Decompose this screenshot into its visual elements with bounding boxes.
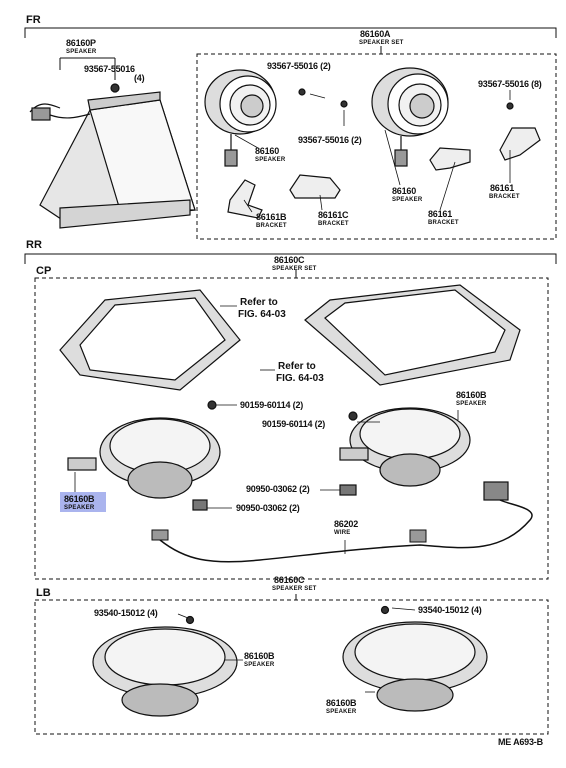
- part-no-86160a[interactable]: 86160A: [360, 29, 391, 39]
- fr-brackets: [227, 127, 541, 219]
- part-no-clip-b[interactable]: 90950-03062 (2): [236, 503, 300, 513]
- part-no-clip-a[interactable]: 90950-03062 (2): [246, 484, 310, 494]
- lb-speakers: [92, 605, 488, 717]
- part-no-86160-left[interactable]: 86160: [255, 146, 280, 156]
- rr-speakers: [67, 407, 471, 499]
- part-name-86160b-rr-left: SPEAKER: [64, 505, 95, 511]
- part-name-86202: WIRE: [334, 530, 351, 536]
- part-name-86161b: BRACKET: [256, 223, 287, 229]
- fr-section-bracket: [24, 27, 557, 38]
- part-name-86161-right: BRACKET: [489, 194, 520, 200]
- rr-wire-harness: [159, 499, 533, 563]
- section-label-fr: FR: [26, 14, 41, 26]
- part-no-86160b-lb-right[interactable]: 86160B: [244, 651, 275, 661]
- part-name-86160c-rr: SPEAKER SET: [272, 266, 317, 272]
- part-no-screw-a[interactable]: 93567-55016 (2): [267, 61, 331, 71]
- fr-speaker-left: [204, 69, 348, 167]
- part-name-86160-left: SPEAKER: [255, 157, 286, 163]
- highlight-86160b: [60, 492, 106, 512]
- lb-box: [34, 599, 549, 735]
- part-no-86160b-rr-right[interactable]: 86160B: [456, 390, 487, 400]
- part-no-bolt-b[interactable]: 90159-60114 (2): [262, 419, 326, 429]
- part-no-86160b-lb-left[interactable]: 86160B: [326, 698, 357, 708]
- section-label-cp: CP: [36, 265, 52, 277]
- part-no-86161-mid[interactable]: 86161: [428, 209, 453, 219]
- part-no-86161-right[interactable]: 86161: [490, 183, 515, 193]
- part-name-86160a: SPEAKER SET: [359, 40, 404, 46]
- fr-speaker-right: [371, 67, 514, 167]
- rr-small-parts: [192, 400, 509, 511]
- part-name-86160p: SPEAKER: [66, 49, 97, 55]
- part-no-86160-right[interactable]: 86160: [392, 186, 417, 196]
- refer-note-2-line2: FIG. 64-03: [276, 373, 324, 384]
- part-no-screw-lb-left[interactable]: 93540-15012 (4): [94, 608, 158, 618]
- section-label-rr: RR: [26, 239, 42, 251]
- part-no-86160c-rr[interactable]: 86160C: [274, 255, 305, 265]
- part-no-screw-lb-right[interactable]: 93540-15012 (4): [418, 605, 482, 615]
- part-no-86160c-lb[interactable]: 86160C: [274, 575, 305, 585]
- rr-section-bracket: [24, 253, 557, 264]
- refer-note-2-line1: Refer to: [278, 361, 316, 372]
- part-no-screw-c[interactable]: 93567-55016 (8): [478, 79, 542, 89]
- part-no-86161c[interactable]: 86161C: [318, 210, 349, 220]
- refer-note-1-line2: FIG. 64-03: [238, 309, 286, 320]
- part-name-86160b-lb-left: SPEAKER: [326, 709, 357, 715]
- part-name-86160b-rr-right: SPEAKER: [456, 401, 487, 407]
- rr-tray-panels: [59, 284, 521, 391]
- part-name-86160c-lb: SPEAKER SET: [272, 586, 317, 592]
- leader-lines: [74, 90, 511, 693]
- part-no-screw-b[interactable]: 93567-55016 (2): [298, 135, 362, 145]
- fr-speaker-set-box: [196, 53, 557, 240]
- part-name-86160-right: SPEAKER: [392, 197, 423, 203]
- part-no-left-screw[interactable]: 93567-55016: [84, 64, 135, 74]
- part-name-86161c: BRACKET: [318, 221, 349, 227]
- footer-code: ME A693-B: [498, 737, 543, 747]
- part-name-86160b-lb-right: SPEAKER: [244, 662, 275, 668]
- cp-box: [34, 277, 549, 580]
- left-screw-qty: (4): [134, 73, 145, 83]
- refer-note-1-line1: Refer to: [240, 297, 278, 308]
- fr-left-speaker-enclosure: [29, 83, 196, 229]
- part-name-86161-mid: BRACKET: [428, 220, 459, 226]
- part-no-bolt-a[interactable]: 90159-60114 (2): [240, 400, 304, 410]
- part-no-86161b[interactable]: 86161B: [256, 212, 287, 222]
- part-no-86202[interactable]: 86202: [334, 519, 359, 529]
- part-no-86160b-rr-left[interactable]: 86160B: [64, 494, 95, 504]
- section-label-lb: LB: [36, 587, 51, 599]
- part-no-86160p[interactable]: 86160P: [66, 38, 96, 48]
